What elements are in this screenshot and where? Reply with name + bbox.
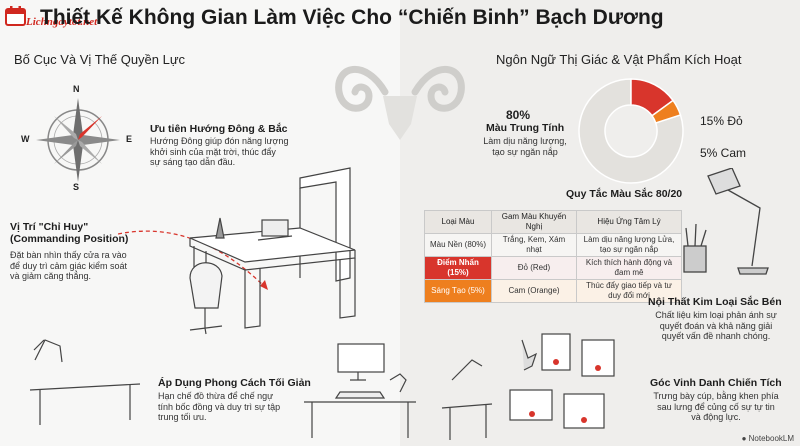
- honor-body: Trưng bày cúp, bằng khen phía sau lưng đ…: [653, 391, 779, 422]
- right-section-title: Ngôn Ngữ Thị Giác & Vật Phẩm Kích Hoạt: [496, 52, 742, 67]
- page-title: Thiết Kế Không Gian Làm Việc Cho “Chiến …: [40, 6, 664, 29]
- command-heading: Vị Trí "Chỉ Huy" (Commanding Position): [10, 221, 129, 245]
- honor-wall-illustration: [441, 333, 615, 440]
- compass-icon: [36, 98, 120, 182]
- small-desk-illustration: [29, 339, 141, 425]
- minimal-body: Hạn chế đồ thừa để chế ngự tính bốc đồng…: [158, 391, 281, 422]
- neutral-pct: 80%: [506, 108, 531, 122]
- command-body: Đặt bàn nhìn thấy cửa ra vào để duy trì …: [10, 250, 128, 281]
- desk-illustration: [189, 167, 356, 335]
- red-label: 15% Đỏ: [700, 114, 743, 128]
- table-row: Điểm Nhấn (15%) Đỏ (Red) Kích thích hành…: [424, 256, 682, 280]
- minimal-desk-illustration: [304, 343, 416, 438]
- calendar-logo-icon: [5, 6, 26, 26]
- left-panel-bg: [0, 0, 400, 446]
- metal-heading: Nội Thất Kim Loại Sắc Bén: [648, 296, 782, 308]
- compass-e: E: [126, 134, 133, 144]
- color-donut-chart: [578, 78, 684, 184]
- table-row: Màu Nền (80%) Trắng, Kem, Xám nhạt Làm d…: [424, 233, 682, 257]
- color-table: Loại Màu Gam Màu Khuyến Nghị Hiệu Ứng Tâ…: [424, 210, 682, 303]
- table-row: Sáng Tạo (5%) Cam (Orange) Thúc đẩy giao…: [424, 279, 682, 303]
- ram-head-icon: [335, 66, 465, 140]
- minimal-heading: Áp Dụng Phong Cách Tối Giản: [158, 377, 311, 389]
- east-north-body: Hướng Đông giúp đón năng lượng khởi sinh…: [150, 136, 289, 167]
- metal-body: Chất liệu kim loại phản ánh sự quyết đoá…: [655, 310, 777, 341]
- neutral-body: Làm dịu năng lượng, tạo sự ngăn nắp: [483, 136, 567, 157]
- compass-w: W: [21, 134, 30, 144]
- metal-lamp-illustration: [683, 168, 769, 275]
- neutral-label: Màu Trung Tính: [486, 122, 565, 134]
- pie-slice-orange: [650, 99, 682, 124]
- table-header: Gam Màu Khuyến Nghị: [491, 210, 577, 234]
- compass-s: S: [73, 182, 80, 192]
- orange-label: 5% Cam: [700, 146, 747, 160]
- left-section-title: Bố Cục Và Vị Thế Quyền Lực: [14, 52, 186, 67]
- pie-slice-neutral: [578, 78, 684, 184]
- site-logo-text[interactable]: Lichngaytot.net: [26, 16, 98, 28]
- compass-n: N: [73, 84, 80, 94]
- notebooklm-brand: ● NotebookLM: [741, 434, 794, 443]
- honor-heading: Góc Vinh Danh Chiến Tích: [650, 377, 782, 389]
- notebooklm-icon: ●: [741, 434, 747, 443]
- table-header: Loại Màu: [424, 210, 492, 234]
- east-north-heading: Ưu tiên Hướng Đông & Bắc: [150, 123, 288, 135]
- rule-title: Quy Tắc Màu Sắc 80/20: [566, 188, 683, 200]
- table-header: Hiệu Ứng Tâm Lý: [576, 210, 682, 234]
